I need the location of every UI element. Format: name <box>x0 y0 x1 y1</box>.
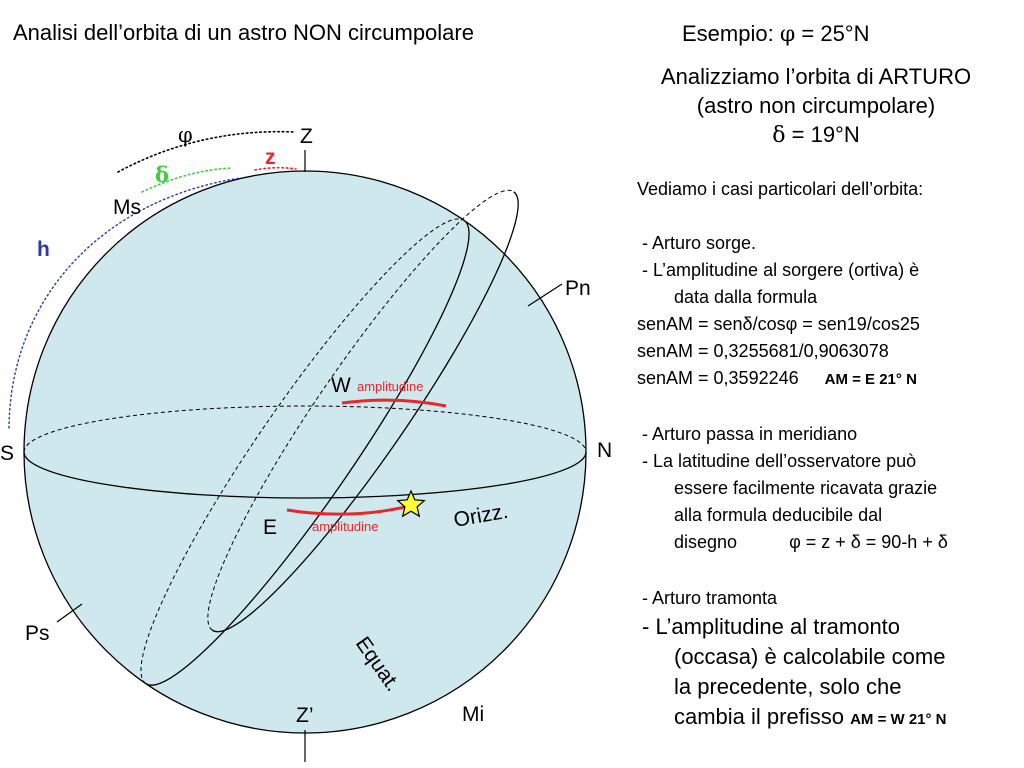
slide-title: Analisi dell’orbita di un astro NON circ… <box>13 20 474 45</box>
label-north: N <box>597 439 612 462</box>
cases-heading: Vediamo i casi particolari dell’orbita: <box>637 179 924 199</box>
celestial-equator <box>140 218 470 686</box>
label-south-pole: Ps <box>25 622 50 645</box>
rise-block: - Arturo sorge. - L’amplitudine al sorge… <box>637 230 1017 393</box>
label-south: S <box>0 442 14 465</box>
meridian-item-2a: - La latitudine dell’osservatore può <box>642 451 917 471</box>
example-value: = 25°N <box>801 21 870 46</box>
set-item-2b: (occasa) è calcolabile come <box>674 644 946 669</box>
set-item-2a: - L’amplitudine al tramonto <box>642 614 901 639</box>
label-zenith: Z <box>300 125 313 148</box>
label-arc-phi: φ <box>178 123 193 147</box>
intro-block: Analizziamo l’orbita di ARTURO (astro no… <box>628 62 1004 150</box>
example-phi: φ <box>779 22 796 47</box>
label-meridian-lower: Mi <box>462 703 484 726</box>
rise-result: AM = E 21° N <box>824 371 917 388</box>
phi-arc <box>117 130 296 173</box>
rise-formula-1: senAM = senδ/cosφ = sen19/cos25 <box>637 314 920 334</box>
celestial-sphere <box>23 170 587 734</box>
horizon-front <box>23 451 587 499</box>
label-amplitude-west: amplitudine <box>357 379 424 394</box>
label-arc-h: h <box>37 238 50 261</box>
set-item-1: - Arturo tramonta <box>642 588 778 608</box>
intro-delta-line: δ = 19°N <box>628 120 1004 150</box>
set-block: - Arturo tramonta - L’amplitudine al tra… <box>637 585 1017 735</box>
star-diurnal-circle <box>207 189 519 633</box>
meridian-formula: φ = z + δ = 90-h + δ <box>789 532 948 552</box>
intro-delta-value: = 19°N <box>791 122 860 147</box>
meridian-item-1: - Arturo passa in meridiano <box>642 424 858 444</box>
intro-line-1: Analizziamo l’orbita di ARTURO <box>660 64 972 89</box>
delta-arc <box>141 167 233 193</box>
set-item-2c: la precedente, solo che <box>674 674 902 699</box>
meridian-item-2d: disegno <box>674 532 738 552</box>
label-arc-z: z <box>265 146 276 169</box>
intro-delta-symbol: δ <box>772 123 786 148</box>
south-pole-tick <box>56 603 83 623</box>
label-east: E <box>263 516 277 539</box>
label-arc-delta: δ <box>155 162 169 187</box>
rise-item-1: - Arturo sorge. <box>642 233 757 253</box>
rise-formula-3-line: senAM = 0,3592246 AM = E 21° N <box>637 365 1017 393</box>
rise-formula-3: senAM = 0,3592246 <box>637 368 799 388</box>
meridian-item-2c: alla formula deducibile dal <box>674 505 883 525</box>
intro-line-2: (astro non circumpolare) <box>696 93 936 118</box>
meridian-item-2b: essere facilmente ricavata grazie <box>674 478 938 498</box>
horizon-back <box>23 405 587 453</box>
amplitude-arc-east <box>286 504 411 516</box>
label-north-pole: Pn <box>565 277 591 300</box>
amplitude-arc-west <box>341 398 447 408</box>
z-arc <box>254 166 297 171</box>
set-result: AM = W 21° N <box>850 711 947 728</box>
star-icon <box>396 489 426 518</box>
set-item-2d: cambia il prefisso <box>674 704 844 729</box>
north-pole-tick <box>527 283 563 307</box>
rise-item-2b: data dalla formula <box>674 287 818 307</box>
example-line: Esempio: φ = 25°N <box>682 20 870 48</box>
label-amplitude-east: amplitudine <box>312 519 379 534</box>
meridian-item-2d-line: disegno φ = z + δ = 90-h + δ <box>637 529 1017 556</box>
set-item-2d-line: cambia il prefisso AM = W 21° N <box>637 702 1017 735</box>
label-west: W <box>331 374 351 397</box>
rise-item-2a: - L’amplitudine al sorgere (ortiva) è <box>642 260 920 280</box>
h-arc <box>8 177 241 429</box>
rise-formula-2: senAM = 0,3255681/0,9063078 <box>637 341 889 361</box>
label-nadir: Z’ <box>296 704 314 727</box>
example-label: Esempio: <box>682 21 774 46</box>
label-meridian-upper: Ms <box>113 196 141 219</box>
meridian-block: - Arturo passa in meridiano - La latitud… <box>637 421 1017 556</box>
